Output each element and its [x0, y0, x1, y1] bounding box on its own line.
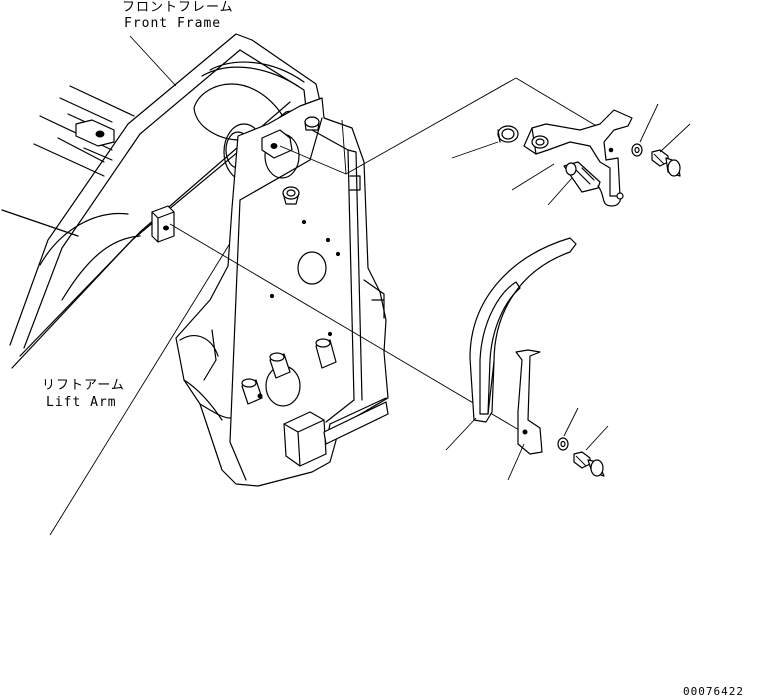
bracket-plate-lower — [515, 349, 543, 455]
proximity-switch — [563, 161, 624, 207]
lift-arm-label-en: Lift Arm — [46, 395, 117, 410]
washer-upper — [631, 143, 643, 157]
drawing-number: 00076422 — [683, 685, 744, 698]
washer-lower — [557, 437, 569, 451]
front-frame-label-en: Front Frame — [124, 16, 222, 31]
lift-arm-bracket — [151, 97, 389, 487]
lift-arm-leader — [49, 239, 233, 536]
sensor-bracket-assembly — [451, 103, 691, 207]
bolt-upper — [651, 149, 681, 177]
bolt-lower — [573, 451, 605, 477]
cam-plate-assembly — [445, 237, 609, 481]
lift-arm-label-jp: リフトアーム — [42, 378, 125, 393]
front-frame-label-jp: フロントフレーム — [122, 0, 234, 15]
front-frame-leader — [129, 35, 177, 87]
